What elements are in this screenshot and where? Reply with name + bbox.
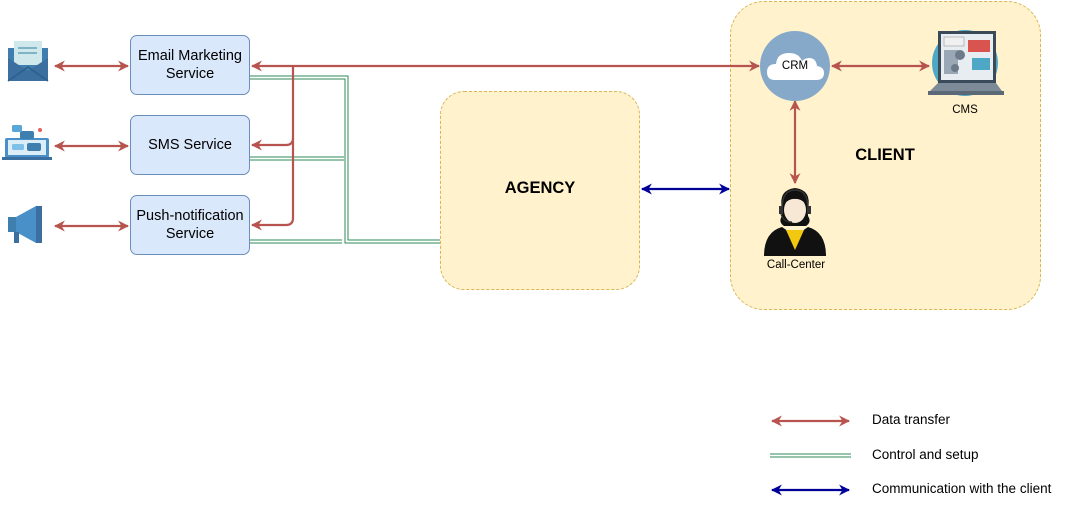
legend-data-transfer: Data transfer: [872, 412, 951, 427]
email-marketing-service-box[interactable]: Email Marketing Service: [130, 35, 250, 95]
call-center-label: Call-Center: [766, 259, 826, 271]
email-marketing-service-label: Email Marketing Service: [138, 48, 242, 82]
email-icon: [7, 41, 49, 82]
cms-label: CMS: [952, 104, 978, 116]
legend-communication: Communication with the client: [872, 481, 1052, 496]
megaphone-icon: [8, 206, 42, 243]
sms-service-box[interactable]: SMS Service: [130, 115, 250, 175]
sms-icon: [2, 125, 52, 160]
data-transfer-connectors: [53, 60, 931, 232]
push-notification-service-box[interactable]: Push-notification Service: [130, 195, 250, 255]
call-center-agent-icon: [764, 188, 826, 256]
sms-service-label: SMS Service: [148, 137, 232, 153]
crm-label: CRM: [781, 60, 809, 72]
control-setup-connectors: [250, 75, 440, 244]
agency-group: [440, 91, 640, 290]
legend-control-setup: Control and setup: [872, 447, 979, 462]
crm-cloud-icon: [760, 31, 830, 101]
agency-title: AGENCY: [504, 179, 576, 197]
cms-monitor-icon: [928, 30, 1004, 96]
push-notification-service-label: Push-notification Service: [136, 208, 244, 242]
legend-lines: [770, 415, 851, 496]
client-title: CLIENT: [855, 146, 915, 164]
